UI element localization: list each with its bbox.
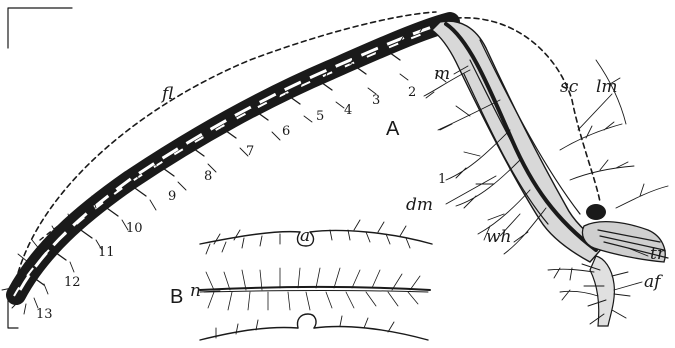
flagellum-body (14, 22, 450, 296)
segment-number-1: 1 (438, 172, 446, 187)
segment-number-13: 13 (36, 307, 53, 322)
label-tr: tr (650, 244, 666, 264)
label-m: m (434, 64, 450, 84)
label-wh: wh (486, 227, 512, 247)
segment-number-6: 6 (282, 124, 290, 139)
segment-number-11: 11 (98, 245, 115, 260)
label-n: n (190, 281, 201, 301)
label-dm: dm (406, 195, 433, 215)
label-a: a (300, 226, 310, 246)
label-lm: lm (596, 77, 618, 97)
segment-number-8: 8 (204, 169, 212, 184)
panel-b-diagram (200, 220, 432, 340)
label-sc: sc (560, 77, 579, 97)
segment-number-7: 7 (246, 144, 254, 159)
segment-number-3: 3 (372, 93, 380, 108)
label-af: af (644, 272, 663, 292)
segment-number-9: 9 (168, 189, 176, 204)
label-fl: fl (160, 84, 173, 104)
antenna-base (582, 204, 668, 326)
segment-number-12: 12 (64, 275, 81, 290)
panel-label-a: A (386, 118, 400, 140)
segment-number-10: 10 (126, 221, 143, 236)
segment-number-5: 5 (316, 109, 324, 124)
scape-body (432, 21, 604, 262)
segment-number-4: 4 (344, 103, 352, 118)
panel-label-b: B (170, 286, 183, 308)
segment-number-2: 2 (408, 85, 416, 100)
